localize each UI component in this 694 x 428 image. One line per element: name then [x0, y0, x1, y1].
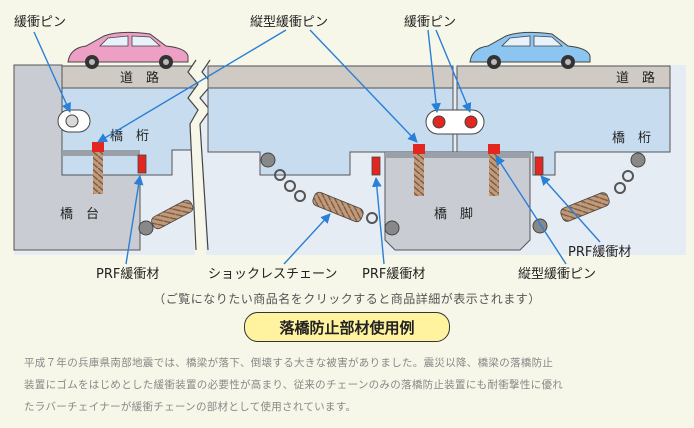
description: 平成７年の兵庫県南部地震では、橋梁が落下、倒壊する大きな被害がありました。震災以… — [24, 352, 674, 418]
vertical-pin-left — [92, 142, 104, 194]
buffer-pin-center — [425, 109, 485, 135]
description-line: たラバーチェイナーが緩衝チェーンの部材として使用されています。 — [24, 401, 357, 413]
road-right-label: 道 路 — [616, 70, 655, 86]
diagram-title: 落橋防止部材使用例 — [244, 312, 450, 342]
click-note: （ご覧になりたい商品名をクリックすると商品詳細が表示されます） — [153, 292, 541, 306]
chain-center — [260, 152, 400, 236]
vertical-pin-center — [413, 144, 425, 196]
road-center-slab — [207, 65, 454, 89]
prf-buffer-left — [137, 154, 147, 174]
prf-buffer-right — [534, 156, 544, 176]
bearing-plate-pier — [385, 152, 530, 158]
pier-label: 橋 脚 — [434, 206, 473, 222]
label-vertical-pin-bottom: 縦型緩衝ピン — [518, 267, 596, 282]
label-prf-right: PRF緩衝材 — [568, 245, 631, 260]
break-line — [187, 59, 213, 251]
vertical-pin-right — [488, 144, 500, 196]
car-pink-icon — [67, 31, 189, 69]
label-buffer-pin-left: 緩衝ピン — [14, 15, 66, 30]
callout-arrows — [33, 29, 601, 265]
abutment-label: 橋 台 — [60, 207, 99, 222]
chain-right — [532, 152, 646, 234]
pier-body — [384, 151, 531, 251]
prf-buffer-center — [371, 156, 381, 176]
description-line: 平成７年の兵庫県南部地震では、橋梁が落下、倒壊する大きな被害がありました。震災以… — [24, 357, 554, 369]
label-buffer-pin-right: 緩衝ピン — [404, 15, 456, 30]
road-left-label: 道 路 — [120, 70, 159, 86]
description-line: 装置にゴムをはじめとした緩衝装置の必要性が高まり、従来のチェーンのみの落橋防止装… — [24, 379, 564, 391]
girder-left-label: 橋 桁 — [110, 129, 149, 144]
bridge-diagram: 橋 台 道 路 橋 桁 道 路 橋 桁 橋 脚 — [13, 15, 686, 282]
label-prf-center: PRF緩衝材 — [362, 267, 425, 282]
buffer-pin-left — [57, 109, 91, 133]
girder-right-label: 橋 桁 — [612, 131, 651, 146]
label-shockless-chain: ショックレスチェーン — [208, 267, 337, 282]
chain-left — [138, 199, 194, 236]
label-prf-left: PRF緩衝材 — [96, 267, 159, 282]
label-vertical-pin-top: 縦型緩衝ピン — [250, 15, 328, 30]
car-blue-icon — [469, 31, 591, 69]
